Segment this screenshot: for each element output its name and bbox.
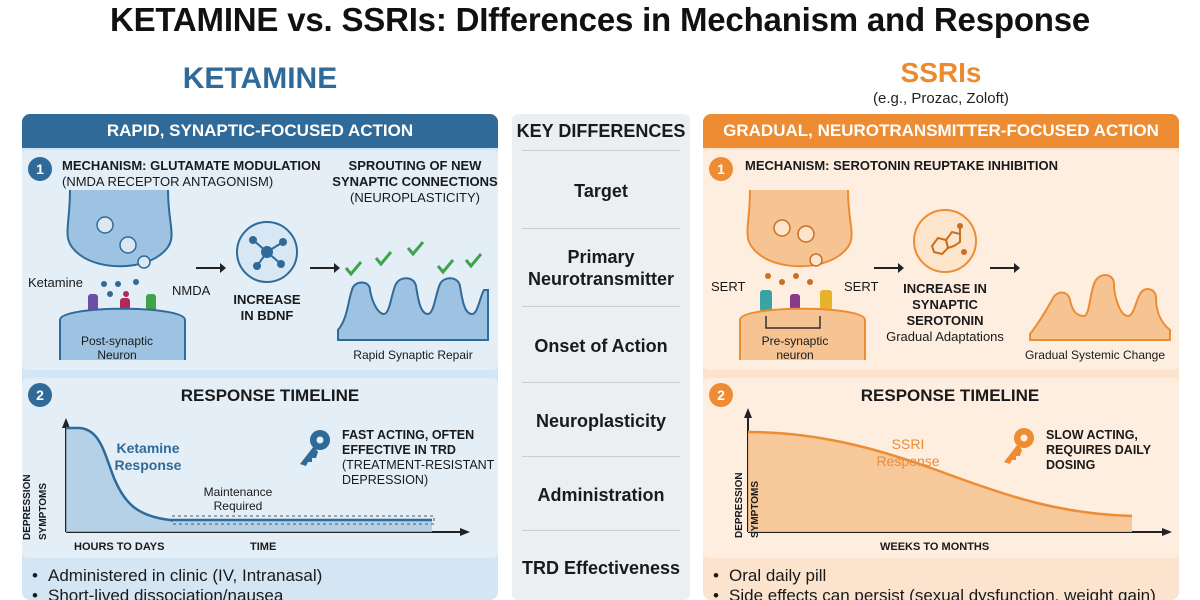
- ketamine-curve-label-2: Response: [114, 457, 182, 473]
- key-icon: [1004, 428, 1034, 464]
- step-number-badge: 1: [709, 157, 733, 181]
- ssri-note-3: DOSING: [1046, 458, 1096, 472]
- ssri-curve-label-1: SSRI: [891, 436, 925, 452]
- list-item: Oral daily pill: [709, 566, 1156, 586]
- step-number-badge: 2: [709, 383, 733, 407]
- ssri-note-2: REQUIRES DAILY: [1046, 443, 1152, 457]
- synaptic-spines-illustration: [337, 241, 489, 341]
- ketamine-curve-label-1: Ketamine: [116, 440, 180, 456]
- arrow-right-icon: [990, 263, 1020, 273]
- ketamine-note-2: EFFECTIVE IN TRD: [342, 443, 456, 457]
- ssri-timeline-title: RESPONSE TIMELINE: [860, 386, 1040, 405]
- ssri-heading: SSRIs: [900, 57, 982, 88]
- ketamine-label: Ketamine: [28, 275, 83, 290]
- ssri-response-chart: [744, 408, 1172, 536]
- divider: [522, 306, 680, 307]
- ssri-mechanism-title: MECHANISM: SEROTONIN REUPTAKE INHIBITION: [745, 158, 1058, 173]
- sprouting-label-3: (NEUROPLASTICITY): [349, 190, 480, 205]
- ssri-y-axis-label: DEPRESSION SYMPTOMS: [734, 472, 761, 538]
- divider: [522, 382, 680, 383]
- diff-row-target: Target: [574, 181, 628, 201]
- sert-right-label: SERT: [844, 279, 879, 294]
- post-synaptic-label-2: Neuron: [97, 348, 137, 362]
- sert-left-label: SERT: [711, 279, 746, 294]
- divider: [522, 150, 680, 151]
- ketamine-y-axis-label: DEPRESSION SYMPTOMS: [22, 474, 49, 540]
- rapid-repair-label: Rapid Synaptic Repair: [353, 348, 473, 362]
- diff-row-neurotransmitter-1: Primary: [567, 247, 635, 267]
- ketamine-note-4: DEPRESSION): [342, 473, 429, 487]
- bdnf-label-1: INCREASE: [233, 292, 301, 307]
- diff-row-onset: Onset of Action: [534, 336, 668, 356]
- divider: [522, 530, 680, 531]
- serotonin-synapse-illustration: [739, 189, 866, 360]
- ketamine-note-3: (TREATMENT-RESISTANT: [342, 458, 495, 472]
- diff-row-neurotransmitter-2: Neurotransmitter: [527, 269, 675, 289]
- ketamine-banner: RAPID, SYNAPTIC-FOCUSED ACTION: [22, 114, 498, 148]
- ssri-note-1: SLOW ACTING,: [1046, 428, 1138, 442]
- serotonin-molecule-icon: [913, 209, 977, 273]
- differences-heading: KEY DIFFERENCES: [516, 121, 686, 141]
- sprouting-label-1: SPROUTING OF NEW: [348, 158, 482, 173]
- key-icon: [300, 430, 330, 466]
- diff-row-administration: Administration: [537, 485, 665, 505]
- gradual-spines-illustration: [1029, 274, 1171, 341]
- ssri-examples: (e.g., Prozac, Zoloft): [873, 90, 1009, 107]
- list-item: Short-lived dissociation/nausea: [28, 586, 322, 600]
- pre-synaptic-label-2: neuron: [776, 348, 814, 362]
- divider: [522, 228, 680, 229]
- sprouting-label-2: SYNAPTIC CONNECTIONS: [332, 174, 498, 189]
- ketamine-note-1: FAST ACTING, OFTEN: [342, 428, 475, 442]
- increase-label-3: SEROTONIN: [906, 313, 984, 328]
- gradual-change-label: Gradual Systemic Change: [1024, 348, 1166, 362]
- post-synaptic-label-1: Post-synaptic: [80, 334, 154, 348]
- nmda-label: NMDA: [172, 283, 211, 298]
- ketamine-heading: KETAMINE: [182, 62, 338, 95]
- arrow-right-icon: [310, 263, 340, 273]
- ketamine-x-axis-mid: TIME: [250, 541, 277, 553]
- ssri-banner: GRADUAL, NEUROTRANSMITTER-FOCUSED ACTION: [703, 114, 1179, 148]
- bdnf-molecule-icon: [236, 221, 298, 283]
- maintenance-label-1: Maintenance: [203, 485, 273, 499]
- step-number-badge: 2: [28, 383, 52, 407]
- ketamine-mechanism-title: MECHANISM: GLUTAMATE MODULATION: [62, 158, 321, 173]
- ssri-bullet-list: Oral daily pill Side effects can persist…: [709, 566, 1156, 600]
- step-number-badge: 1: [28, 157, 52, 181]
- gradual-adaptations-label: Gradual Adaptations: [886, 329, 1004, 344]
- ketamine-mechanism-subtitle: (NMDA RECEPTOR ANTAGONISM): [62, 174, 274, 189]
- pre-synaptic-label-1: Pre-synaptic: [761, 334, 829, 348]
- arrow-right-icon: [196, 263, 226, 273]
- list-item: Side effects can persist (sexual dysfunc…: [709, 586, 1156, 600]
- ketamine-bullet-list: Administered in clinic (IV, Intranasal) …: [28, 566, 322, 600]
- divider: [522, 456, 680, 457]
- ketamine-timeline-title: RESPONSE TIMELINE: [180, 386, 360, 405]
- diff-row-trd-effectiveness: TRD Effectiveness: [521, 558, 681, 578]
- arrow-right-icon: [874, 263, 904, 273]
- ssri-curve-label-2: Response: [876, 453, 940, 469]
- differences-panel: [512, 114, 690, 600]
- page-title: KETAMINE vs. SSRIs: DIfferences in Mecha…: [109, 1, 1091, 38]
- bdnf-label-2: IN BDNF: [240, 308, 294, 323]
- increase-label-2: SYNAPTIC: [912, 297, 978, 312]
- glutamate-synapse-illustration: [59, 189, 186, 360]
- ketamine-response-chart: [62, 418, 470, 536]
- ssri-x-axis-label: WEEKS TO MONTHS: [880, 541, 990, 553]
- diff-row-neuroplasticity: Neuroplasticity: [535, 411, 667, 431]
- maintenance-label-2: Required: [213, 499, 263, 513]
- ketamine-x-axis-left: HOURS TO DAYS: [74, 541, 165, 553]
- increase-label-1: INCREASE IN: [903, 281, 987, 296]
- list-item: Administered in clinic (IV, Intranasal): [28, 566, 322, 586]
